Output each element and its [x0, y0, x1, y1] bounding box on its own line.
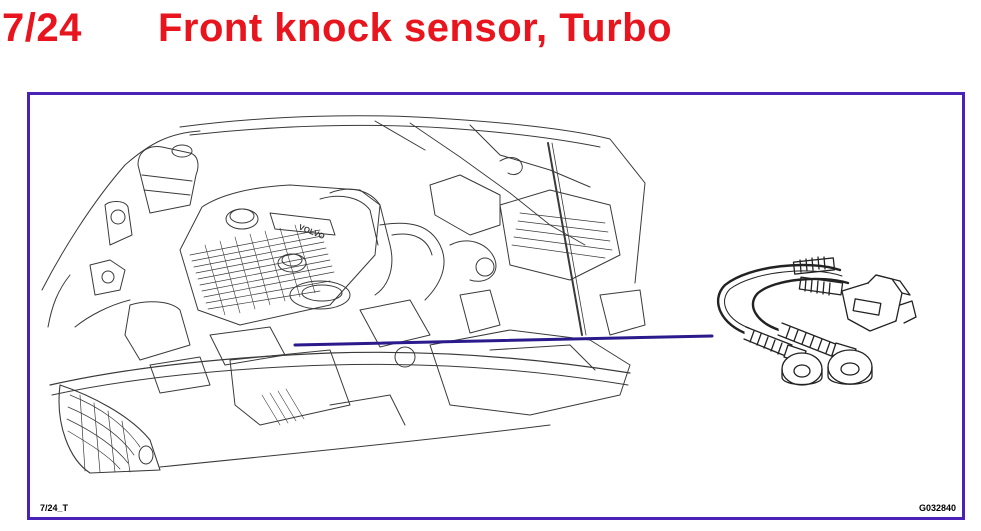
page-header: 7/24 Front knock sensor, Turbo [0, 0, 981, 70]
diagram-canvas: VOLVO [41, 115, 917, 474]
section-code: 7/24 [2, 6, 82, 50]
figure-reference-right: G032840 [918, 503, 956, 513]
pointer-line [293, 334, 714, 347]
page-title: Front knock sensor, Turbo [158, 6, 673, 50]
knock-sensor-harness-icon [716, 256, 917, 386]
diagram-frame: VOLVO [27, 92, 965, 520]
figure-reference-left: 7/24_T [40, 503, 69, 513]
engine-bay-illustration-icon: VOLVO [41, 115, 646, 474]
